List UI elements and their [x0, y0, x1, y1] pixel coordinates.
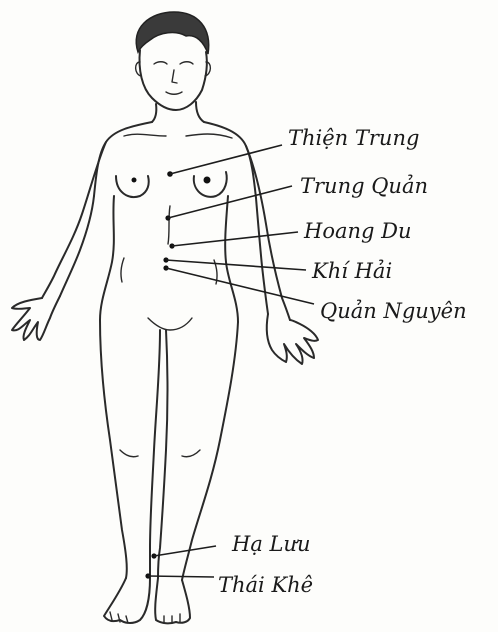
- leader-hoang-du: [172, 232, 298, 246]
- label-quan-nguyen: Quản Nguyên: [320, 299, 467, 323]
- label-khi-hai: Khí Hải: [311, 259, 392, 283]
- right-shoulder: [204, 122, 256, 198]
- right-side: [225, 196, 238, 322]
- left-arm-inner: [60, 196, 94, 296]
- left-knee: [120, 450, 138, 457]
- right-hand: [267, 314, 318, 364]
- leader-thai-khe: [148, 576, 214, 577]
- leader-khi-hai: [166, 260, 306, 270]
- inner-leg-left: [150, 330, 160, 578]
- label-trung-quan: Trung Quản: [300, 174, 428, 198]
- neck-left: [152, 104, 156, 122]
- left-eye: [154, 62, 167, 64]
- right-collarbone: [186, 134, 232, 138]
- right-breast: [194, 172, 227, 197]
- face: [140, 50, 207, 110]
- right-nipple: [204, 177, 211, 184]
- left-leg-outer: [100, 320, 127, 578]
- leader-ha-luu: [154, 546, 216, 556]
- label-ha-luu: Hạ Lưu: [231, 532, 311, 556]
- label-thien-trung: Thiện Trung: [288, 126, 419, 150]
- neck-right: [196, 102, 204, 122]
- left-nipple: [132, 178, 137, 183]
- label-hoang-du: Hoang Du: [303, 219, 411, 243]
- mouth: [166, 92, 182, 94]
- leader-trung-quan: [168, 186, 292, 218]
- left-side: [100, 196, 114, 320]
- left-arm-outer: [42, 142, 106, 298]
- hair: [136, 12, 208, 54]
- abdomen-line: [168, 206, 170, 244]
- pubic-line: [148, 318, 192, 330]
- leader-quan-nguyen: [166, 268, 314, 304]
- left-shoulder: [94, 122, 152, 196]
- right-knee: [182, 450, 200, 457]
- leader-thien-trung: [170, 145, 282, 174]
- left-hand: [12, 296, 60, 340]
- right-eye: [180, 62, 193, 64]
- right-arm-inner: [256, 198, 268, 314]
- right-leg-outer: [182, 322, 238, 580]
- leader-lines: [148, 145, 314, 577]
- left-waist-crease: [121, 258, 124, 282]
- label-thai-khe: Thái Khê: [218, 573, 313, 597]
- left-collarbone: [124, 134, 166, 136]
- nose: [172, 70, 177, 83]
